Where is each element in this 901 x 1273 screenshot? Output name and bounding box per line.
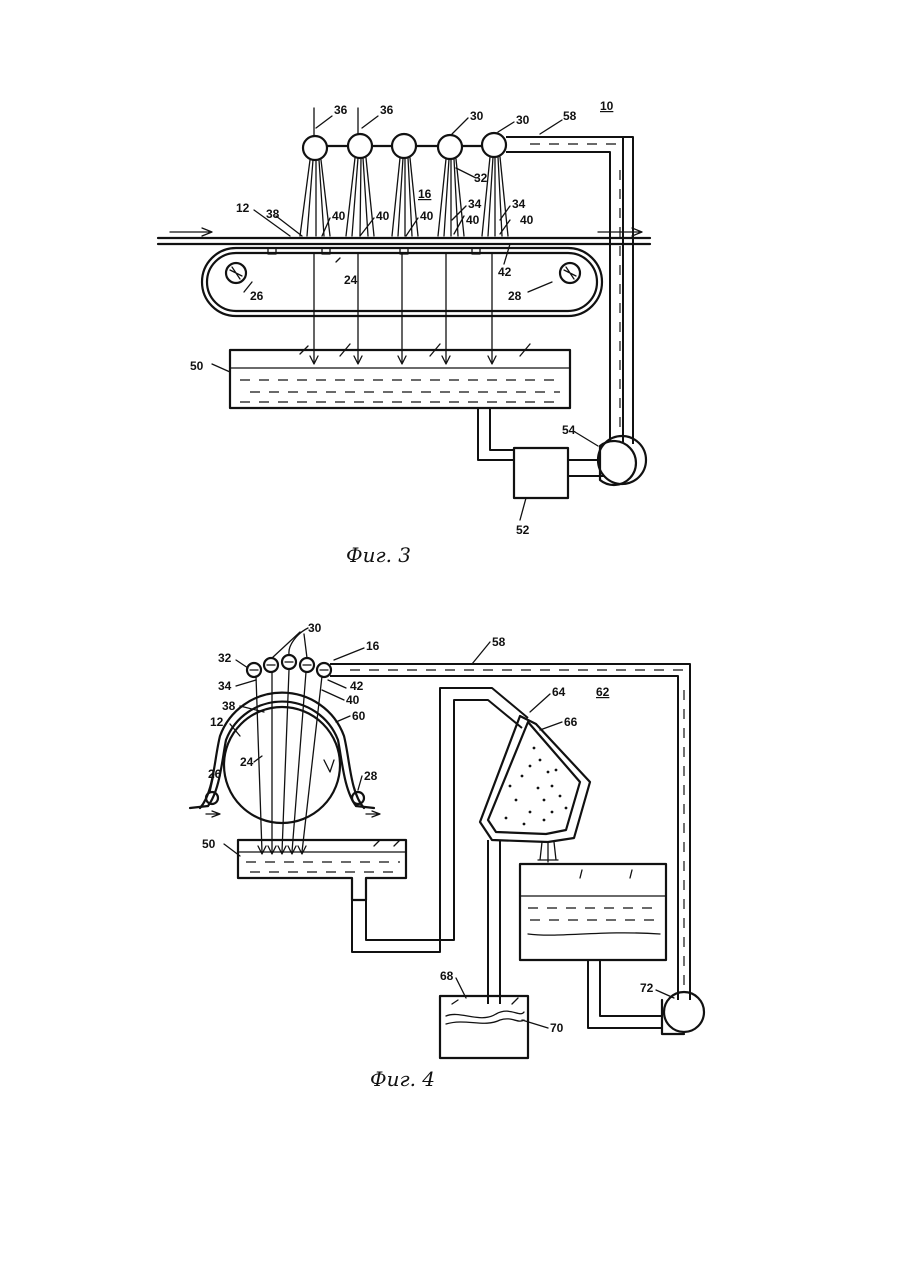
clean-liquid-tank [520, 864, 666, 960]
label-30-fig4: 30 [308, 621, 322, 635]
label-62-fig4: 62 [596, 685, 610, 699]
figure-4-caption: Фиг. 4 [370, 1067, 435, 1091]
label-40-b: 40 [376, 209, 390, 223]
label-34-b: 34 [512, 197, 526, 211]
label-28: 28 [508, 289, 522, 303]
label-32: 32 [474, 171, 488, 185]
label-38-fig4: 38 [222, 699, 236, 713]
pump-loop-72 [588, 960, 704, 1034]
label-40-c: 40 [420, 209, 434, 223]
figure-3: 36 36 30 30 58 10 32 16 34 34 12 38 40 4… [158, 99, 650, 567]
label-30-b: 30 [516, 113, 530, 127]
label-32-fig4: 32 [218, 651, 232, 665]
label-58-fig4: 58 [492, 635, 506, 649]
spray-lines-fig4 [256, 670, 322, 854]
label-50: 50 [190, 359, 204, 373]
collection-tank-50-fig4 [238, 840, 406, 900]
label-16: 16 [418, 187, 432, 201]
label-38: 38 [266, 207, 280, 221]
label-50-fig4: 50 [202, 837, 216, 851]
label-24-fig4: 24 [240, 755, 254, 769]
label-36-a: 36 [334, 103, 348, 117]
label-42-fig4: 42 [350, 679, 364, 693]
label-40-e: 40 [520, 213, 534, 227]
figure-4: 30 16 58 32 34 42 64 62 38 40 60 66 12 2… [190, 621, 704, 1091]
label-10: 10 [600, 99, 614, 113]
label-28-fig4: 28 [364, 769, 378, 783]
label-12-fig4: 12 [210, 715, 224, 729]
return-pipe-fig4 [352, 688, 528, 952]
label-24: 24 [344, 273, 358, 287]
pump-72 [664, 992, 704, 1032]
label-66-fig4: 66 [564, 715, 578, 729]
label-68-fig4: 68 [440, 969, 454, 983]
label-34-a: 34 [468, 197, 482, 211]
collection-tank-50 [230, 344, 570, 408]
label-72-fig4: 72 [640, 981, 654, 995]
label-36-b: 36 [380, 103, 394, 117]
label-40-a: 40 [332, 209, 346, 223]
filter-52 [514, 448, 568, 498]
label-16-fig4: 16 [366, 639, 380, 653]
label-34-fig4: 34 [218, 679, 232, 693]
label-54: 54 [562, 423, 576, 437]
drain-arrows [310, 254, 496, 364]
label-70-fig4: 70 [550, 1021, 564, 1035]
label-26-fig4: 26 [208, 767, 222, 781]
label-40-d: 40 [466, 213, 480, 227]
label-58: 58 [563, 109, 577, 123]
label-60-fig4: 60 [352, 709, 366, 723]
label-12: 12 [236, 201, 250, 215]
label-26: 26 [250, 289, 264, 303]
label-30-a: 30 [470, 109, 484, 123]
label-64-fig4: 64 [552, 685, 566, 699]
label-42: 42 [498, 265, 512, 279]
return-line [478, 408, 646, 498]
sludge-tank-68 [440, 996, 528, 1058]
label-40-fig4: 40 [346, 693, 360, 707]
label-52: 52 [516, 523, 530, 537]
figure-3-caption: Фиг. 3 [346, 543, 411, 567]
labels-fig4: 30 16 58 32 34 42 64 62 38 40 60 66 12 2… [202, 621, 654, 1091]
metal-strip-12 [158, 228, 650, 244]
